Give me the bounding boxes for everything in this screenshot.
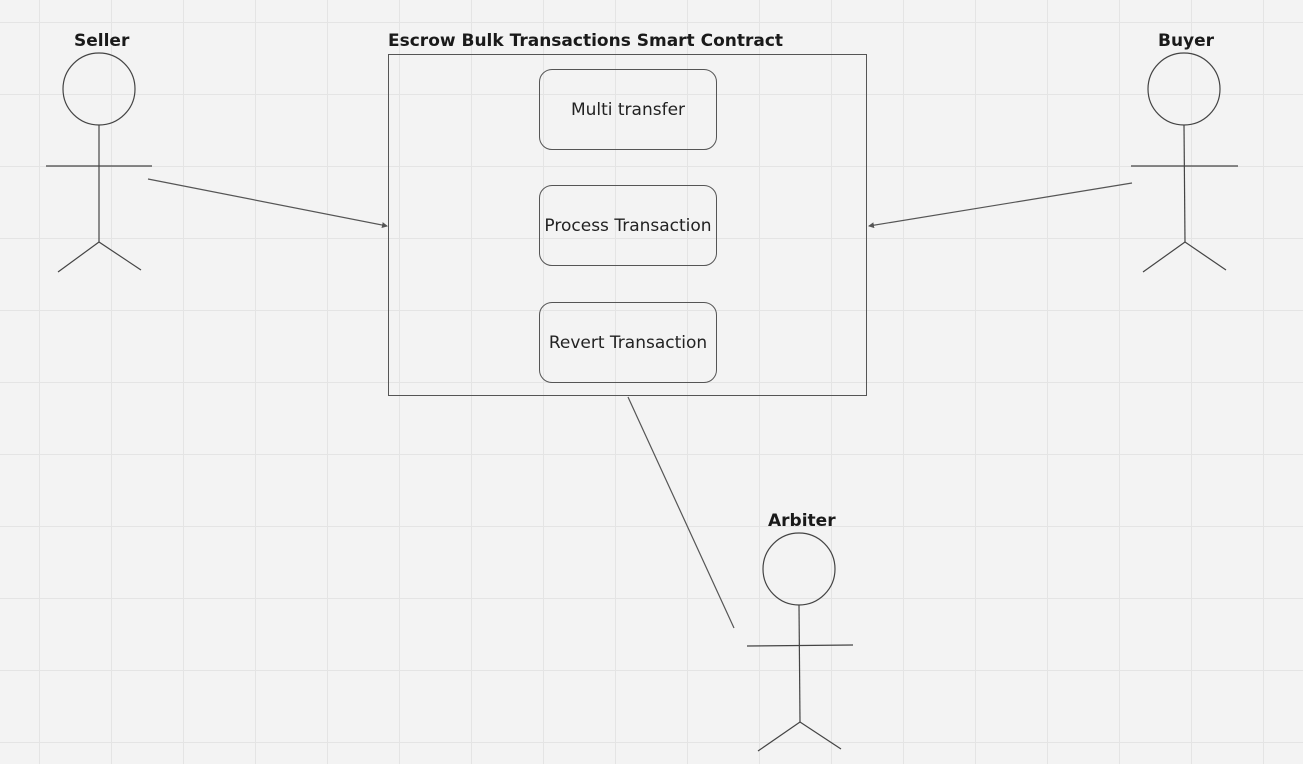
arbiter-arms	[746, 644, 854, 647]
buyer-actor-label: Buyer	[1158, 31, 1215, 51]
arbiter-actor-figure[interactable]	[746, 532, 854, 752]
arbiter-head	[762, 532, 836, 606]
seller-actor-label: Seller	[74, 31, 130, 51]
seller-head	[62, 52, 136, 126]
seller-right-leg	[98, 241, 142, 271]
arbiter-body	[798, 604, 801, 723]
arbiter-to-contract-association[interactable]	[627, 396, 735, 629]
buyer-actor-figure[interactable]	[1131, 52, 1238, 273]
use-case-revert-transaction[interactable]: Revert Transaction	[539, 302, 717, 383]
system-boundary-box[interactable]	[388, 54, 867, 396]
arbiter-actor-label: Arbiter	[768, 511, 836, 531]
seller-to-contract-association[interactable]	[147, 178, 388, 228]
buyer-to-contract-association[interactable]	[868, 182, 1133, 229]
buyer-left-leg	[1142, 241, 1186, 273]
seller-actor-figure[interactable]	[46, 52, 152, 273]
use-case-multi-transfer[interactable]: Multi transfer	[539, 69, 717, 150]
seller-left-leg	[57, 241, 100, 273]
buyer-body	[1183, 124, 1186, 243]
use-case-process-transaction[interactable]: Process Transaction	[539, 185, 717, 266]
arbiter-right-leg	[799, 721, 842, 750]
buyer-head	[1147, 52, 1221, 126]
arbiter-left-leg	[757, 721, 801, 752]
buyer-right-leg	[1184, 241, 1227, 271]
system-boundary-title: Escrow Bulk Transactions Smart Contract	[388, 31, 784, 51]
